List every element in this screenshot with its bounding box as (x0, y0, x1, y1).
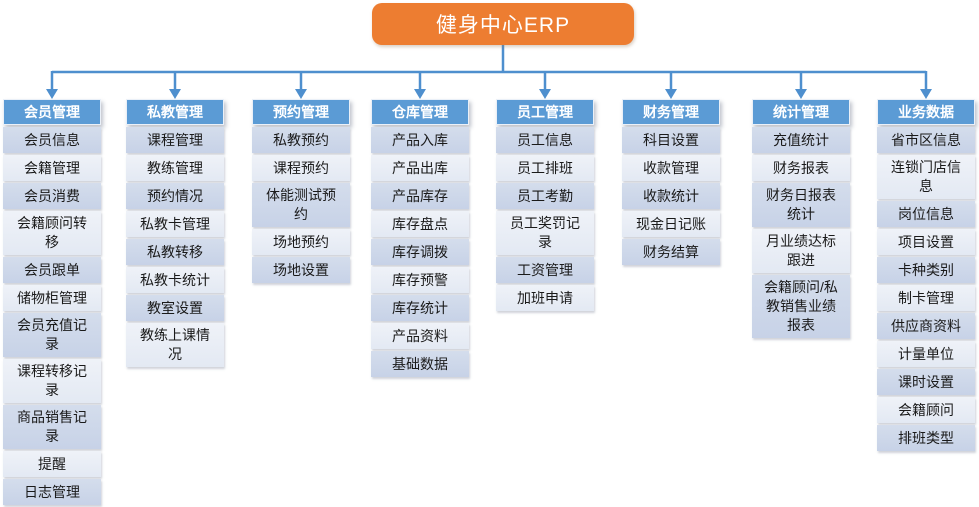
branch-items: 会员信息会籍管理会员消费会籍顾问转移会员跟单储物柜管理会员充值记录课程转移记录商… (3, 127, 101, 505)
module-item: 供应商资料 (877, 313, 975, 339)
module-item: 制卡管理 (877, 285, 975, 311)
branch-items: 科目设置收款管理收款统计现金日记账财务结算 (622, 127, 720, 265)
module-item: 员工考勤 (496, 183, 594, 209)
branch-header: 私教管理 (126, 99, 224, 125)
module-item: 会籍顾问/私教销售业绩报表 (752, 275, 850, 338)
module-item: 员工信息 (496, 127, 594, 153)
module-item: 产品资料 (371, 323, 469, 349)
branch-finance-management: 财务管理 科目设置收款管理收款统计现金日记账财务结算 (622, 99, 720, 265)
module-item: 课时设置 (877, 369, 975, 395)
module-item: 财务报表 (752, 155, 850, 181)
branch-header: 仓库管理 (371, 99, 469, 125)
module-item: 会员信息 (3, 127, 101, 153)
branch-header: 员工管理 (496, 99, 594, 125)
module-item: 提醒 (3, 451, 101, 477)
branch-business-data: 业务数据 省市区信息连锁门店信息岗位信息项目设置卡种类别制卡管理供应商资料计量单… (877, 99, 975, 451)
module-item: 会籍顾问 (877, 397, 975, 423)
module-item: 科目设置 (622, 127, 720, 153)
module-item: 月业绩达标跟进 (752, 229, 850, 273)
module-item: 排班类型 (877, 425, 975, 451)
module-item: 商品销售记录 (3, 405, 101, 449)
module-item: 基础数据 (371, 351, 469, 377)
module-item: 预约情况 (126, 183, 224, 209)
module-item: 现金日记账 (622, 211, 720, 237)
branch-items: 私教预约课程预约体能测试预约场地预约场地设置 (252, 127, 350, 283)
branch-items: 充值统计财务报表财务日报表统计月业绩达标跟进会籍顾问/私教销售业绩报表 (752, 127, 850, 338)
branch-header: 统计管理 (752, 99, 850, 125)
module-item: 会籍顾问转移 (3, 211, 101, 255)
module-item: 加班申请 (496, 285, 594, 311)
module-item: 财务结算 (622, 239, 720, 265)
module-item: 产品库存 (371, 183, 469, 209)
module-item: 产品入库 (371, 127, 469, 153)
branch-header: 财务管理 (622, 99, 720, 125)
branch-member-management: 会员管理 会员信息会籍管理会员消费会籍顾问转移会员跟单储物柜管理会员充值记录课程… (3, 99, 101, 505)
module-item: 会员跟单 (3, 257, 101, 283)
module-item: 私教转移 (126, 239, 224, 265)
arrowheads (46, 89, 932, 99)
module-item: 私教卡统计 (126, 267, 224, 293)
module-item: 收款统计 (622, 183, 720, 209)
module-item: 员工奖罚记录 (496, 211, 594, 255)
module-item: 储物柜管理 (3, 285, 101, 311)
branch-header: 业务数据 (877, 99, 975, 125)
module-item: 库存调拨 (371, 239, 469, 265)
module-item: 卡种类别 (877, 257, 975, 283)
module-item: 库存盘点 (371, 211, 469, 237)
module-item: 会籍管理 (3, 155, 101, 181)
branch-items: 课程管理教练管理预约情况私教卡管理私教转移私教卡统计教室设置教练上课情况 (126, 127, 224, 367)
module-item: 课程转移记录 (3, 359, 101, 403)
module-item: 课程管理 (126, 127, 224, 153)
branch-warehouse-management: 仓库管理 产品入库产品出库产品库存库存盘点库存调拨库存预警库存统计产品资料基础数… (371, 99, 469, 377)
module-item: 连锁门店信息 (877, 155, 975, 199)
module-item: 私教预约 (252, 127, 350, 153)
branch-personal-training-management: 私教管理 课程管理教练管理预约情况私教卡管理私教转移私教卡统计教室设置教练上课情… (126, 99, 224, 367)
module-item: 项目设置 (877, 229, 975, 255)
module-item: 员工排班 (496, 155, 594, 181)
branch-statistics-management: 统计管理 充值统计财务报表财务日报表统计月业绩达标跟进会籍顾问/私教销售业绩报表 (752, 99, 850, 338)
branch-staff-management: 员工管理 员工信息员工排班员工考勤员工奖罚记录工资管理加班申请 (496, 99, 594, 311)
module-item: 工资管理 (496, 257, 594, 283)
module-item: 教练上课情况 (126, 323, 224, 367)
module-item: 库存预警 (371, 267, 469, 293)
module-item: 充值统计 (752, 127, 850, 153)
branch-header: 预约管理 (252, 99, 350, 125)
branch-items: 省市区信息连锁门店信息岗位信息项目设置卡种类别制卡管理供应商资料计量单位课时设置… (877, 127, 975, 451)
module-item: 库存统计 (371, 295, 469, 321)
module-item: 省市区信息 (877, 127, 975, 153)
module-item: 计量单位 (877, 341, 975, 367)
module-item: 体能测试预约 (252, 183, 350, 227)
branch-items: 产品入库产品出库产品库存库存盘点库存调拨库存预警库存统计产品资料基础数据 (371, 127, 469, 377)
branch-reservation-management: 预约管理 私教预约课程预约体能测试预约场地预约场地设置 (252, 99, 350, 283)
module-item: 教练管理 (126, 155, 224, 181)
module-item: 财务日报表统计 (752, 183, 850, 227)
module-item: 私教卡管理 (126, 211, 224, 237)
module-item: 场地预约 (252, 229, 350, 255)
module-item: 日志管理 (3, 479, 101, 505)
module-item: 课程预约 (252, 155, 350, 181)
module-item: 会员消费 (3, 183, 101, 209)
module-item: 场地设置 (252, 257, 350, 283)
branch-items: 员工信息员工排班员工考勤员工奖罚记录工资管理加班申请 (496, 127, 594, 311)
module-item: 收款管理 (622, 155, 720, 181)
branch-header: 会员管理 (3, 99, 101, 125)
module-item: 教室设置 (126, 295, 224, 321)
module-item: 会员充值记录 (3, 313, 101, 357)
module-item: 岗位信息 (877, 201, 975, 227)
module-item: 产品出库 (371, 155, 469, 181)
root-node-title: 健身中心ERP (372, 3, 634, 45)
